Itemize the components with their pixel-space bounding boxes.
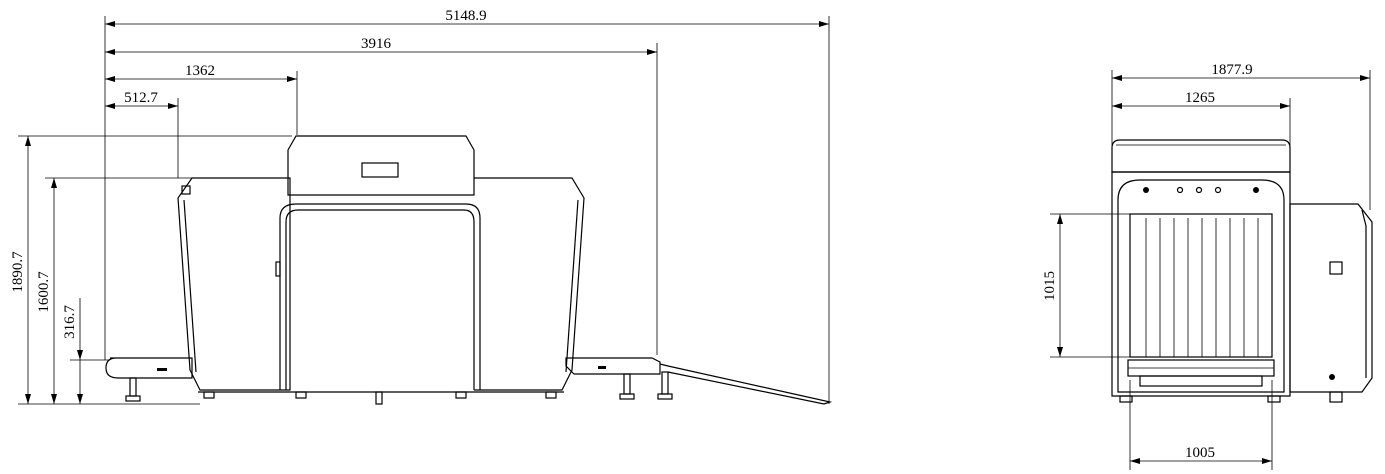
right-conveyor (565, 357, 661, 375)
top-label-plate (361, 162, 399, 178)
left-conveyor (105, 357, 193, 379)
indicator-dot (1253, 187, 1259, 193)
front-main-body (1111, 171, 1291, 397)
tunnel-opening (1129, 213, 1273, 358)
dim-label-tunnel-height: 1015 (1042, 271, 1058, 301)
indicator-dot (1176, 186, 1184, 194)
left-conveyor-handle (157, 368, 167, 371)
front-machine (1111, 139, 1373, 403)
left-conveyor-leg (129, 377, 137, 397)
dim-label-tunnel-offset: 1362 (185, 63, 215, 79)
front-foot (1267, 395, 1281, 403)
side-panel-switch (1329, 261, 1343, 275)
foot-3 (375, 391, 383, 405)
dim-tunnel-width: 1265 (1112, 90, 1290, 109)
right-conveyor-foot (619, 393, 635, 400)
foot-5 (545, 391, 557, 399)
dim-label-total-width: 1877.9 (1211, 62, 1252, 78)
dim-total-height: 1890.7 (10, 136, 31, 404)
dim-label-conveyor-length: 3916 (361, 36, 392, 52)
indicator-dot (1214, 186, 1222, 194)
dim-label-body-offset: 512.7 (124, 90, 158, 106)
dim-body-height: 1600.7 (36, 178, 57, 404)
dim-label-total-length: 5148.9 (445, 8, 486, 24)
tunnel-frame (279, 203, 481, 390)
indicator-dot (1195, 186, 1203, 194)
dim-label-conveyor-height: 316.7 (62, 305, 78, 339)
front-tunnel-frame (1117, 179, 1285, 393)
dim-body-offset: 512.7 (105, 90, 178, 109)
dim-label-body-height: 1600.7 (36, 271, 52, 313)
dim-label-opening-width: 1005 (1185, 445, 1215, 461)
dim-conveyor-length: 3916 (105, 36, 657, 55)
dim-opening-width: 1005 (1130, 445, 1272, 464)
front-conveyor-frame (1139, 375, 1263, 387)
dim-conveyor-height: 316.7 (62, 298, 83, 404)
ramp-leg (661, 371, 669, 395)
dim-total-width: 1877.9 (1112, 62, 1370, 81)
dim-label-tunnel-width: 1265 (1185, 90, 1215, 106)
side-machine (105, 135, 833, 405)
side-panel-lock (1329, 374, 1335, 380)
left-wing-edge (183, 199, 197, 373)
right-conveyor-leg (623, 373, 631, 395)
tunnel-inner (285, 209, 475, 390)
front-side-panel-edge (1361, 209, 1367, 378)
dim-total-length: 5148.9 (105, 8, 829, 27)
left-wing (177, 177, 291, 391)
exit-ramp (659, 363, 833, 405)
side-view: 5148.9 3916 1362 512.7 (10, 8, 833, 405)
right-wing-edge (565, 199, 579, 373)
right-conveyor-handle (598, 366, 606, 369)
front-foot (1119, 395, 1133, 403)
dim-tunnel-offset: 1362 (105, 63, 297, 82)
right-wing (474, 177, 585, 391)
foot-2 (295, 391, 307, 399)
front-view: 1877.9 1265 1015 1005 (1042, 62, 1373, 470)
ramp-foot (657, 393, 673, 400)
top-housing (287, 135, 475, 196)
front-foot (1329, 391, 1343, 403)
foot-1 (203, 391, 215, 399)
left-conveyor-foot (125, 395, 141, 402)
side-handle (275, 261, 281, 277)
left-wing-latch (181, 185, 191, 195)
foot-4 (455, 391, 467, 399)
front-side-panel (1289, 203, 1373, 393)
dim-label-total-height: 1890.7 (10, 251, 26, 293)
dim-tunnel-height: 1015 (1042, 214, 1063, 357)
indicator-dot (1143, 187, 1149, 193)
